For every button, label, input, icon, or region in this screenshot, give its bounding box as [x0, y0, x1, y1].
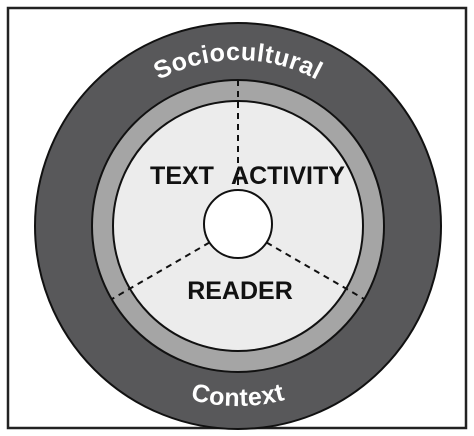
center-circle	[203, 189, 273, 259]
text-section-label: TEXT	[150, 162, 214, 190]
reader-section-label: READER	[187, 277, 293, 305]
activity-section-label: ACTIVITY	[231, 162, 345, 190]
